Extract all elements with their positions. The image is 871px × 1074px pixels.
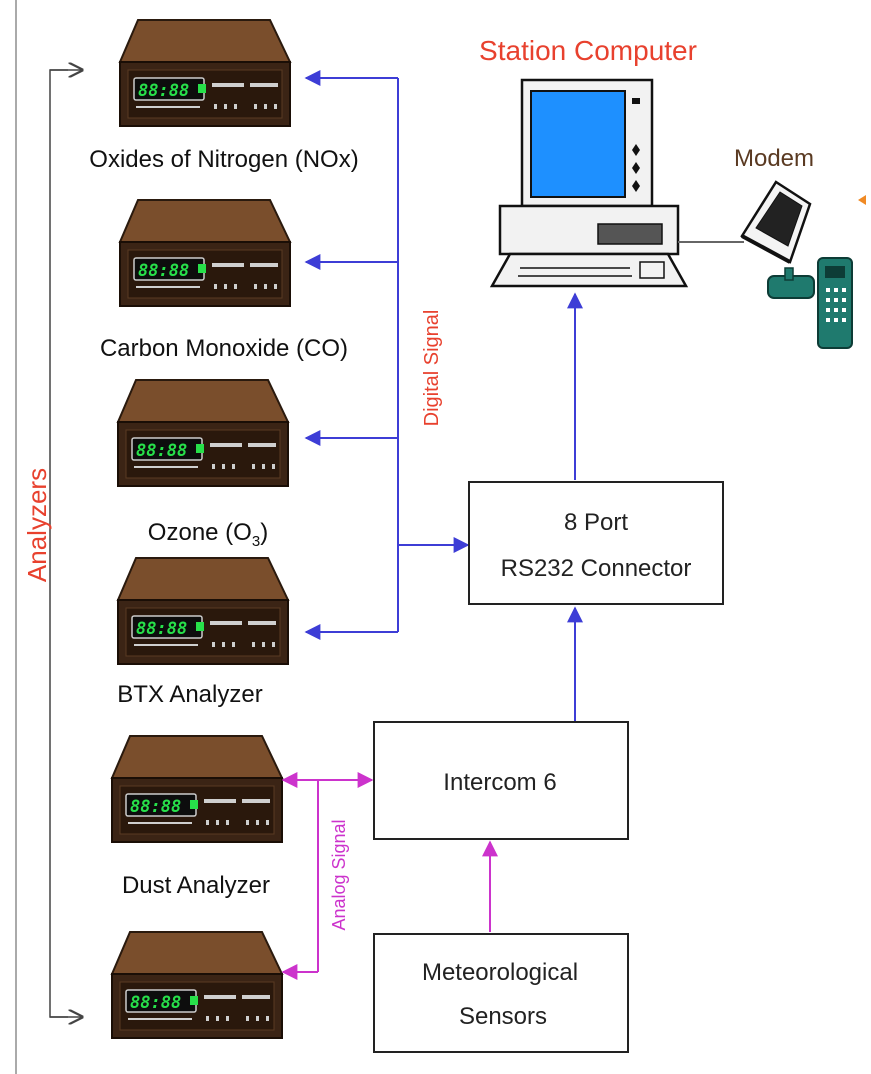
- rs232-line1: 8 Port: [564, 509, 628, 536]
- analyzer-devices: 88:88 88:88 88:88 88:88 88:88 88:88: [111, 19, 291, 1039]
- station-computer-label: Station Computer: [479, 35, 697, 66]
- analyzers-bracket: [49, 70, 82, 1017]
- intercom-label: Intercom 6: [443, 769, 556, 796]
- analyzer-label-dust: Dust Analyzer: [122, 872, 270, 899]
- analyzer-label-ozone: Ozone (O3): [148, 519, 268, 550]
- analyzer-device: 88:88: [119, 19, 291, 127]
- analyzers-label: Analyzers: [22, 468, 52, 582]
- analyzer-display-readout: 88:88: [138, 81, 189, 101]
- analyzer-label-btx: BTX Analyzer: [117, 681, 262, 708]
- intercom-box: Intercom 6: [373, 721, 629, 840]
- rs232-line2: RS232 Connector: [501, 555, 692, 582]
- analog-signal-bus: [281, 772, 498, 980]
- rs232-connector-box: 8 Port RS232 Connector: [468, 481, 724, 605]
- analyzer-device: 88:88: [111, 931, 283, 1039]
- analyzer-device: 88:88: [117, 557, 289, 665]
- meteo-line1: Meteorological: [422, 959, 578, 986]
- analyzer-label-co: Carbon Monoxide (CO): [100, 335, 348, 362]
- analyzer-device: 88:88: [119, 199, 291, 307]
- telephone-icon: [767, 257, 853, 349]
- analyzer-display-readout: 88:88: [136, 441, 187, 461]
- analog-signal-label: Analog Signal: [329, 819, 349, 930]
- analyzer-display-readout: 88:88: [136, 619, 187, 639]
- modem-label: Modem: [734, 145, 814, 172]
- modem-icon: [740, 180, 812, 264]
- analyzer-device: 88:88: [111, 735, 283, 843]
- desktop-computer-icon: [489, 78, 689, 288]
- meteo-line2: Sensors: [459, 1003, 547, 1030]
- analyzer-display-readout: 88:88: [138, 261, 189, 281]
- digital-signal-bus: [304, 70, 470, 640]
- meteorological-sensors-box: Meteorological Sensors: [373, 933, 629, 1053]
- analyzer-display-readout: 88:88: [130, 797, 181, 817]
- analyzer-label-nox: Oxides of Nitrogen (NOx): [89, 146, 358, 173]
- digital-signal-label: Digital Signal: [421, 310, 443, 427]
- orange-pointer-icon: [858, 195, 866, 205]
- analyzer-device: 88:88: [117, 379, 289, 487]
- analyzer-display-readout: 88:88: [130, 993, 181, 1013]
